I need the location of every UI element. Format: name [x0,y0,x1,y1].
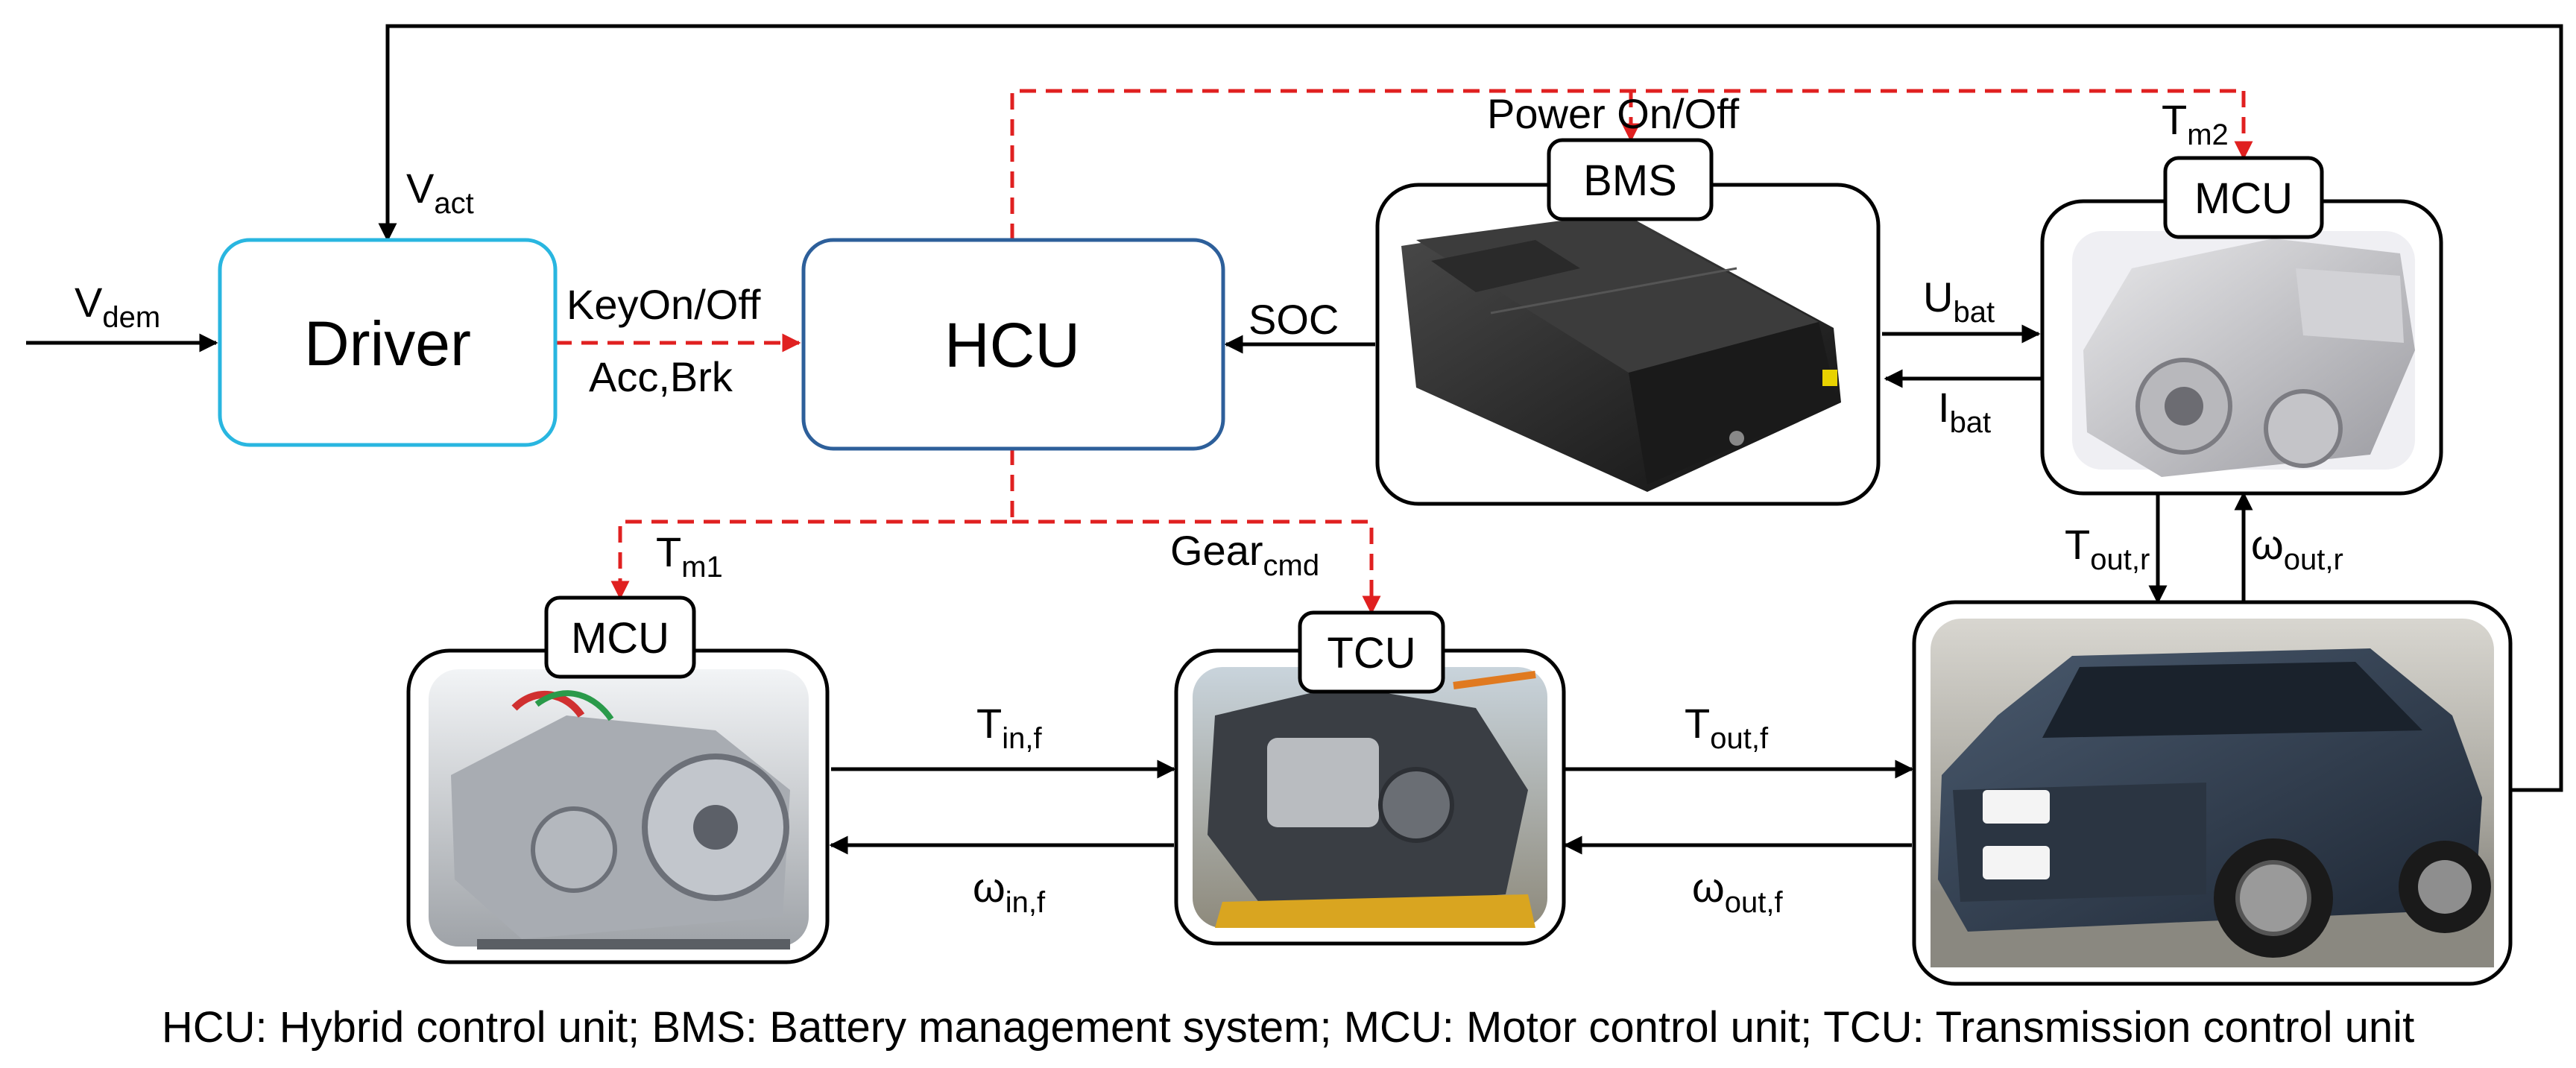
omega-out-f-label: ωout,f [1692,864,1783,919]
gear-cmd-arrow [1012,519,1381,615]
front-motor-image [429,669,809,949]
tcu-label: TCU [1327,629,1415,677]
hcu-block: HCU [801,238,1225,451]
acc-brk-label: Acc,Brk [589,353,733,400]
hcu-label: HCU [944,310,1080,380]
mcu-front-label: MCU [571,614,669,663]
t-out-r-label: Tout,r [2065,521,2150,576]
rear-motor-block: MCU [2040,156,2443,496]
transmission-block: TCU [1174,610,1566,946]
v-dem-label: Vdem [75,279,160,334]
battery-pack-image [1401,212,1841,492]
transmission-image [1193,667,1547,928]
v-act-label: Vact [406,165,474,220]
omega-out-r-label: ωout,r [2251,521,2343,576]
mcu-rear-label: MCU [2194,174,2293,223]
vehicle-image [1931,619,2494,967]
solid-signal-lines [26,24,2563,855]
dashed-control-lines [555,89,2253,615]
t-out-f-label: Tout,f [1685,700,1769,755]
battery-block: BMS [1375,138,1881,506]
driver-block: Driver [218,238,558,447]
i-bat-label: Ibat [1938,384,1991,439]
hcu-to-rear-bus [1010,89,2244,240]
vehicle-block [1912,600,2513,986]
t-in-f-label: Tin,f [976,700,1042,755]
key-on-off-label: KeyOn/Off [566,281,761,328]
signal-labels: Vdem Vact KeyOn/Off Acc,Brk SOC Power On… [75,90,2343,919]
soc-label: SOC [1248,296,1339,343]
power-on-off-label: Power On/Off [1487,90,1740,137]
rear-motor-image [2072,231,2415,477]
driver-label: Driver [304,309,471,379]
front-motor-block: MCU [406,595,830,964]
figure-caption: HCU: Hybrid control unit; BMS: Battery m… [162,1003,2414,1052]
v-act-feedback-arrow [378,24,2563,792]
omega-in-f-label: ωin,f [973,864,1046,919]
bms-label: BMS [1583,157,1677,205]
t-m2-label: Tm2 [2162,96,2229,151]
hcu-to-front-bus [610,449,1014,600]
u-bat-label: Ubat [1923,274,1995,329]
gear-cmd-label: Gearcmd [1170,527,1319,582]
t-m1-label: Tm1 [656,528,723,584]
